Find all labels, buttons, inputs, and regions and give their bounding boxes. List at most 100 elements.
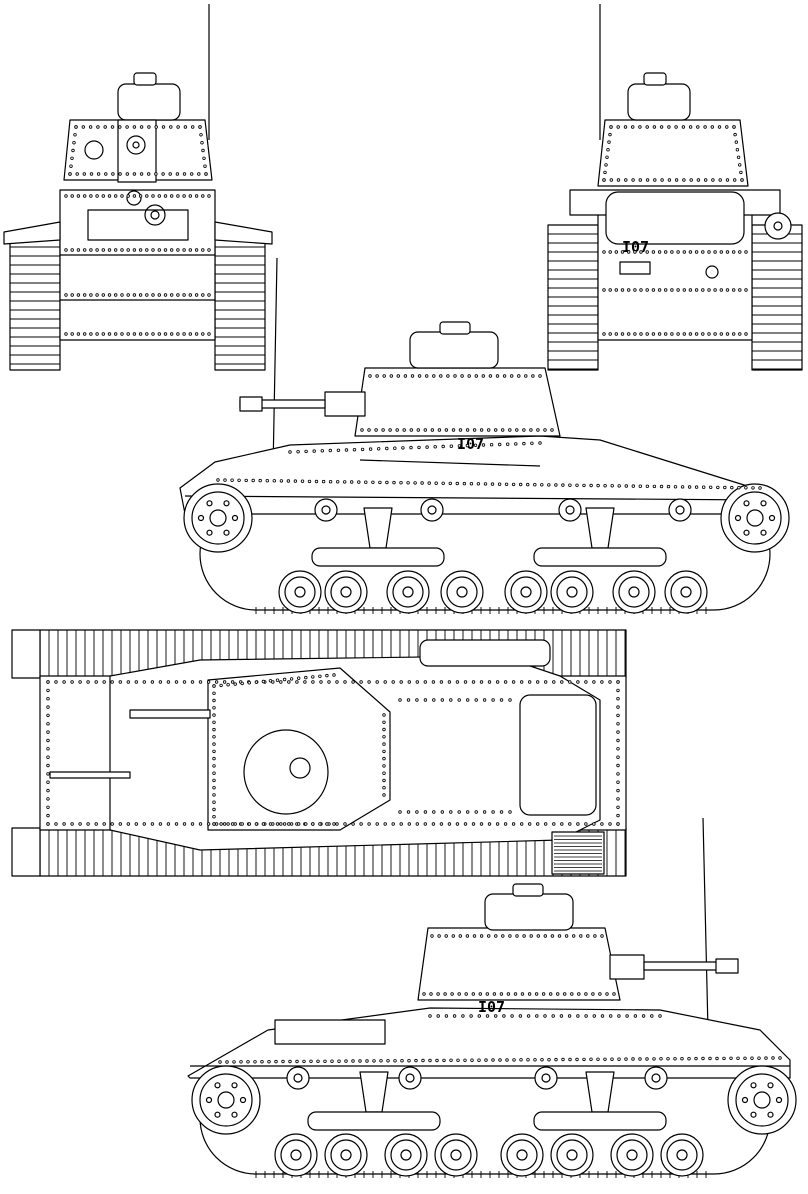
rivet [120,332,124,336]
rivet [667,178,672,182]
rivet [240,822,244,826]
rivet [605,155,609,159]
rivet [592,1014,596,1018]
rivet [614,250,618,254]
rivet [46,805,50,809]
rivet [344,1059,348,1063]
rivet [382,771,386,775]
rivet [680,1056,684,1061]
rivet [82,172,86,176]
rivet [638,125,642,129]
rivet [188,332,192,336]
wheel-bolt [741,1096,749,1104]
return-roller [398,1066,422,1090]
rivet [222,680,227,684]
rivet [182,194,186,198]
rivet [519,482,523,487]
rivet [576,1014,580,1018]
rivet [188,194,192,198]
rivet [609,125,613,129]
rivet [46,755,50,759]
rivet [233,822,237,826]
rivet [212,807,216,812]
rivet [132,194,137,198]
rivet [102,822,106,826]
rivet [579,934,583,938]
front-view [3,4,273,371]
rivet [620,332,625,336]
rivet [293,479,298,483]
rivet [526,1058,530,1062]
rivet [166,822,171,826]
rivet [499,992,504,996]
rivet [201,148,205,153]
rivet [132,172,137,176]
rivet [688,250,693,254]
rivet [415,810,419,814]
rivet [62,680,66,684]
rivet [73,133,77,137]
rivet [107,194,112,198]
rivet [138,248,143,252]
rivet [660,178,664,182]
rivet [508,934,512,938]
rivet [744,288,748,292]
rivet [547,483,551,487]
rivet [226,683,230,687]
rivet [703,125,707,129]
rivet [212,691,216,695]
hull-mg-port [150,210,160,220]
fuel-tank [419,639,551,667]
rivet [471,992,475,996]
rivet [743,1056,747,1060]
rivet [174,822,179,826]
rivet [652,125,657,129]
rivet [46,705,50,709]
rivet [616,747,620,751]
road-wheel-rim [284,576,316,608]
rivet [605,992,609,996]
rivet [450,992,454,996]
rivet [372,1059,376,1063]
rivet [379,1059,383,1063]
rivet [300,479,305,483]
rivet [157,332,161,336]
rivet [118,172,122,176]
rivet [543,428,547,432]
rivet [458,428,463,432]
rivet [701,332,705,336]
rivet [240,681,244,686]
front-track-guard [11,629,41,679]
rivet [138,293,143,297]
rivet [439,374,443,378]
rivet [739,170,743,175]
rivet [758,486,762,490]
rivet [505,1058,509,1062]
rivet [735,147,740,152]
rivet [82,194,87,198]
rivet [658,1014,662,1018]
rivet [750,1056,754,1060]
rivet [510,374,514,378]
rivet [288,450,292,454]
rivet [513,992,518,996]
hull-mg-barrel [49,771,131,779]
rivet [183,125,188,129]
rivet [707,288,711,292]
rivet [95,248,99,252]
wheel-bolt [206,500,213,507]
rivet [659,125,664,129]
main-gun-muzzle [126,135,146,155]
rivet [260,1059,264,1064]
rivet [407,822,411,826]
rivet [218,1060,222,1064]
rivet [610,484,614,488]
rivet [142,680,146,684]
rivet [393,446,397,450]
rivet [552,680,556,684]
rivet [96,125,100,129]
rivet [132,248,137,252]
rivet [391,822,395,826]
rivet [194,248,199,252]
rivet [694,485,699,489]
